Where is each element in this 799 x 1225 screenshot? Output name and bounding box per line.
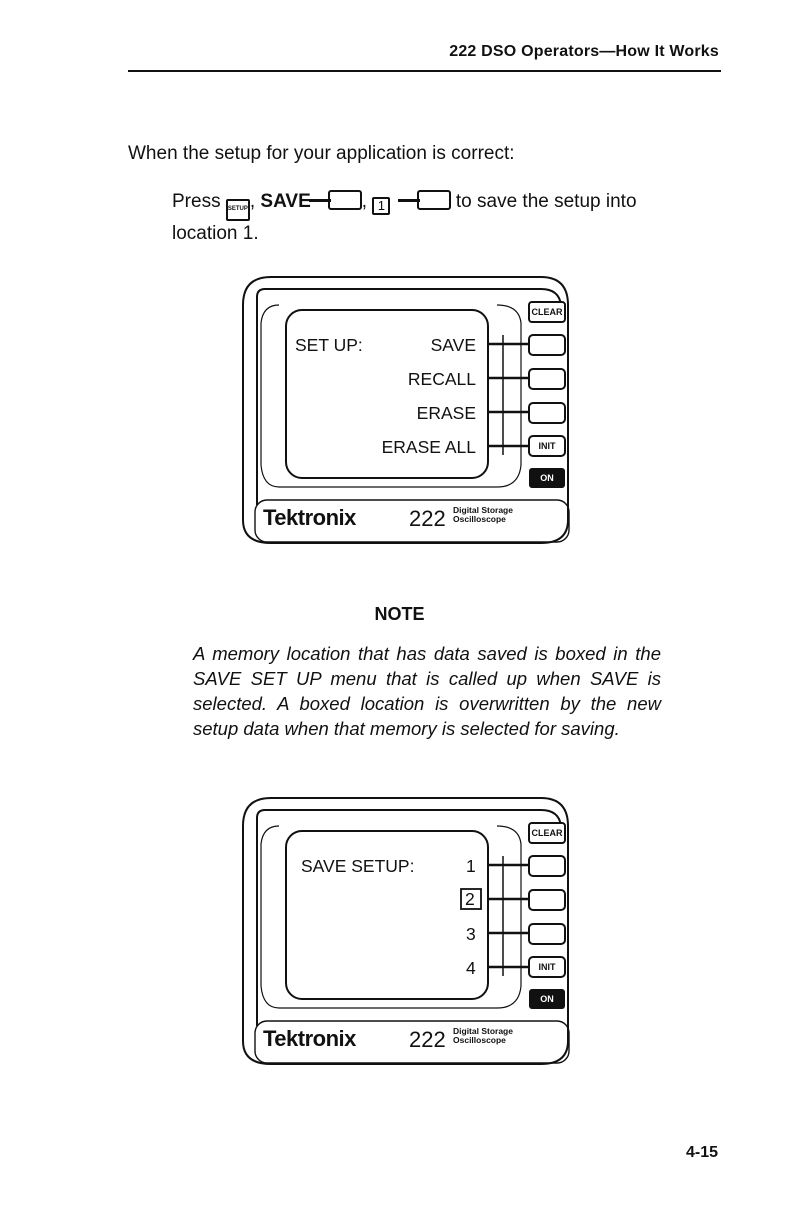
menu-title: SAVE SETUP: [301, 856, 415, 876]
page-header: 222 DSO Operators—How It Works [128, 38, 721, 72]
oscilloscope-setup-menu-diagram: CLEAR INIT ON SET UP: SAVE RECALL ERASE … [241, 275, 570, 545]
menu-title: SET UP: [295, 335, 363, 355]
init-button: INIT [538, 962, 556, 972]
init-button: INIT [538, 441, 556, 451]
model-description: Digital Storage Oscilloscope [453, 1027, 513, 1045]
note-body: A memory location that has data saved is… [193, 643, 661, 739]
comma: , [249, 191, 256, 212]
save-word: SAVE [260, 191, 311, 212]
model-desc-line1: Digital Storage [453, 505, 513, 515]
instruction-rest: to save the setup into [450, 191, 637, 212]
memory-location-1: 1 [466, 856, 476, 876]
menu-item-recall: RECALL [407, 369, 476, 389]
menu-item-erase-all: ERASE ALL [381, 437, 476, 457]
setup-key-icon: SETUP [225, 199, 250, 221]
instruction-line2: location 1. [172, 223, 259, 244]
oscilloscope-outline [242, 276, 570, 544]
softkey-icon [327, 190, 362, 210]
clear-button: CLEAR [531, 307, 563, 317]
header-title: 222 DSO Operators—How It Works [449, 43, 719, 60]
note-title: NOTE [374, 604, 425, 624]
oscilloscope-outline [242, 797, 570, 1065]
comma: , [361, 191, 368, 212]
brand-logo: Tektronix [263, 1026, 356, 1051]
connector-line [397, 199, 420, 202]
clear-button: CLEAR [531, 828, 563, 838]
model-number: 222 [409, 506, 446, 531]
connector-line [308, 199, 331, 202]
model-desc-line2: Oscilloscope [453, 1035, 506, 1045]
intro-text: When the setup for your application is c… [128, 143, 515, 164]
softkey-icon [416, 190, 451, 210]
on-button: ON [540, 473, 554, 483]
brand-logo: Tektronix [263, 505, 356, 530]
model-desc-line2: Oscilloscope [453, 514, 506, 524]
memory-location-3: 3 [466, 924, 476, 944]
menu-item-save: SAVE [430, 335, 476, 355]
memory-location-4: 4 [466, 958, 476, 978]
on-button: ON [540, 994, 554, 1004]
model-desc-line1: Digital Storage [453, 1026, 513, 1036]
press-word: Press [172, 191, 221, 212]
model-description: Digital Storage Oscilloscope [453, 506, 513, 524]
instruction-paragraph: Press SETUP, SAVE, 1 to save the setup i… [172, 189, 732, 246]
model-number: 222 [409, 1027, 446, 1052]
key-one-icon: 1 [372, 197, 391, 215]
oscilloscope-save-setup-diagram: CLEAR INIT ON SAVE SETUP: 1 2 3 4 Tektro… [241, 796, 570, 1066]
menu-item-erase: ERASE [416, 403, 476, 423]
memory-location-2-boxed: 2 [465, 889, 475, 909]
page-number: 4-15 [685, 1144, 718, 1161]
